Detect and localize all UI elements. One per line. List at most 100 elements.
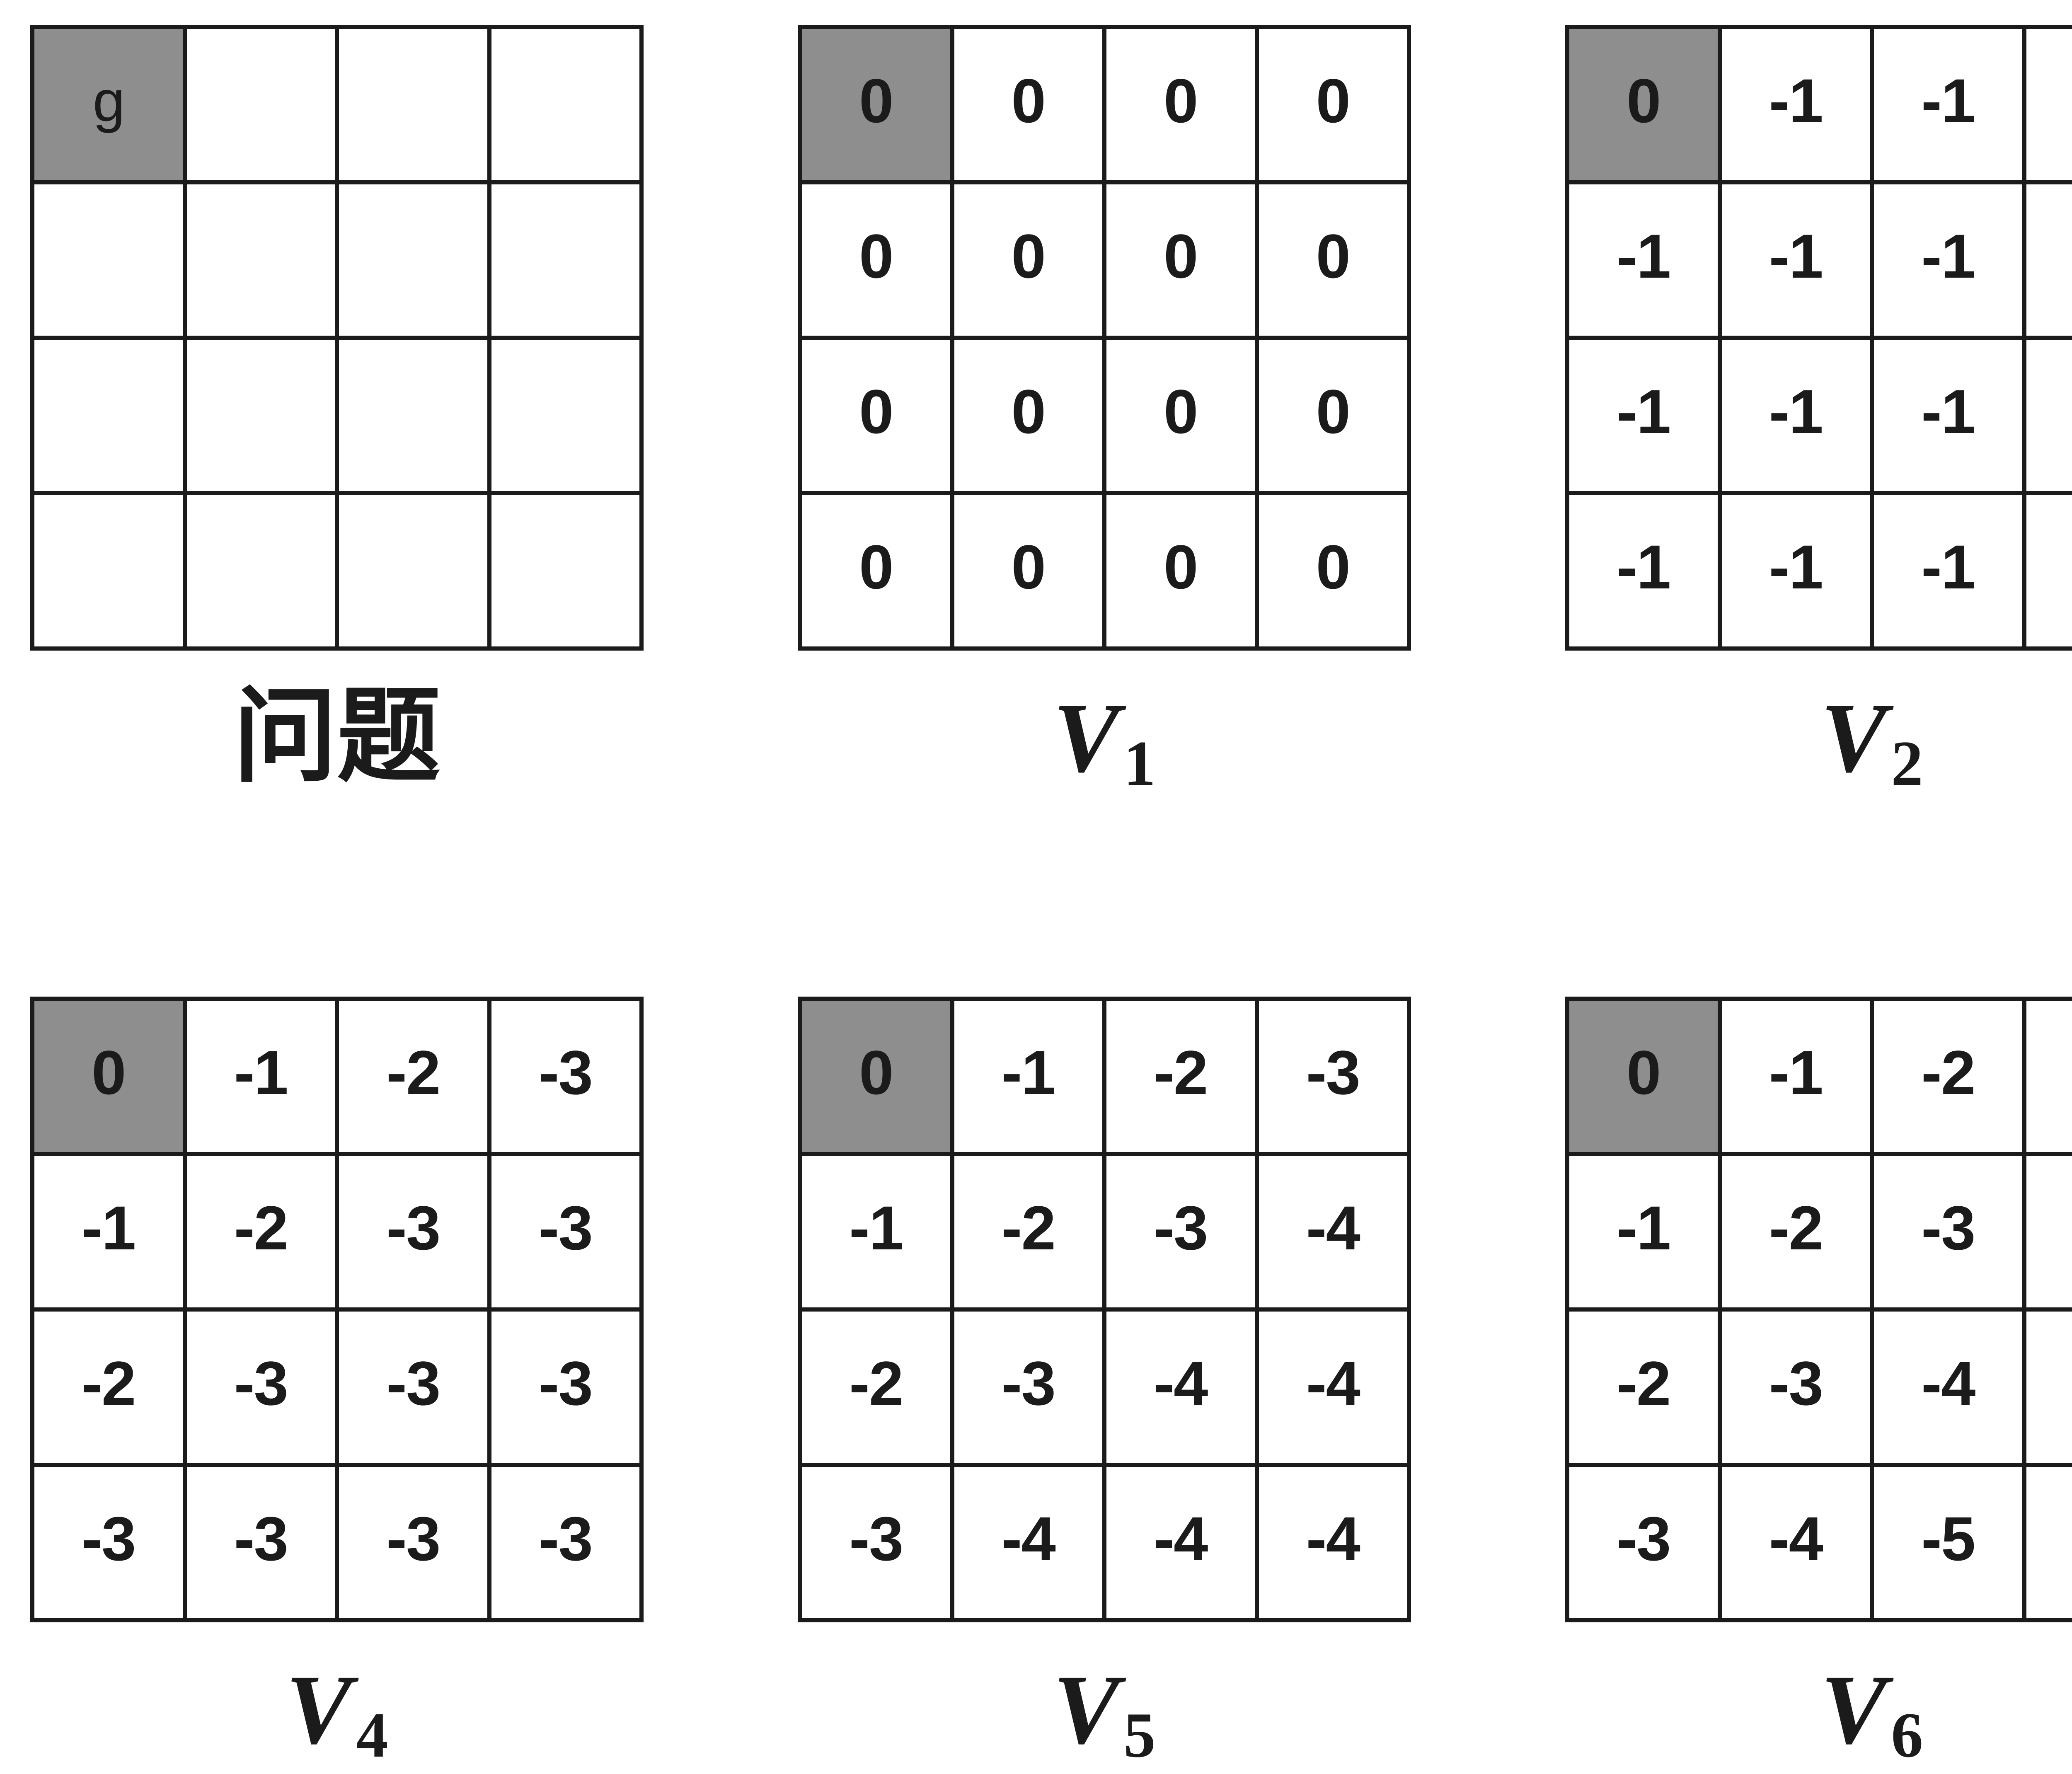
goal-cell: 0 [1569,29,1718,180]
grid-cell: -1 [1874,29,2022,180]
grid-label: 问题 [233,680,441,796]
grid-cell: 0 [802,340,950,491]
grid-cell: -1 [2026,184,2072,336]
grid-cell: -5 [2026,1467,2072,1618]
goal-cell: 0 [1569,1001,1718,1152]
grid-cell: -3 [802,1467,950,1618]
grid-cell: -1 [1721,29,1870,180]
grid-cell: 0 [1259,184,1407,336]
grid-cell [339,29,487,180]
grid-cell [339,340,487,491]
grid-cell: -1 [1721,184,1870,336]
grid-cell: -1 [1721,1001,1870,1152]
grid-cell: -3 [186,1312,335,1463]
value-grid: 0-1-2-3-1-2-3-4-2-3-4-5-3-4-5-5 [1565,997,2072,1622]
grid-label-text: 问题 [233,680,441,795]
grid-cell: -4 [1259,1312,1407,1463]
grid-cell: -1 [1569,1156,1718,1307]
grid-cell: -1 [1721,495,1870,646]
grid-cell [186,340,335,491]
grid-cell [34,184,183,336]
grid-cell: 0 [1106,340,1255,491]
value-grid: 0-1-2-3-1-2-3-3-2-3-3-3-3-3-3-3 [30,997,644,1622]
value-grid: g [30,25,644,651]
grid-label-subscript: 2 [1891,727,1923,799]
grid-panel: g 问题 [30,25,644,796]
grid-cell: -3 [339,1312,487,1463]
grid-cell: -1 [954,1001,1102,1152]
grid-cell: -4 [2026,1156,2072,1307]
grid-cell: -3 [2026,1001,2072,1152]
grid-cell: -3 [1259,1001,1407,1152]
grid-cell: -5 [2026,1312,2072,1463]
goal-cell: g [34,29,183,180]
goal-cell: 0 [802,1001,950,1152]
grid-cell: -1 [34,1156,183,1307]
grid-cell: 0 [1259,29,1407,180]
grid-cell [491,184,639,336]
grid-cell: 0 [1106,184,1255,336]
grid-cell: -1 [1874,184,2022,336]
grid-cell: -5 [1874,1467,2022,1618]
grid-cell: -1 [2026,495,2072,646]
value-grid: 0-1-2-3-1-2-3-4-2-3-4-4-3-4-4-4 [798,997,1411,1622]
grid-cell: -2 [34,1312,183,1463]
grid-cell [491,340,639,491]
grid-cell: -3 [1874,1156,2022,1307]
grid-label-text: V [1053,1654,1120,1764]
grid-cell: -4 [1259,1467,1407,1618]
grid-cell: -2 [1106,1001,1255,1152]
grid-cell: -2 [1569,1312,1718,1463]
grid-label-subscript: 4 [356,1699,388,1771]
grid-label-subscript: 5 [1123,1699,1156,1771]
grid-cell: -3 [491,1156,639,1307]
grid-label-text: V [1053,682,1120,793]
grid-cell: -1 [802,1156,950,1307]
grid-label-text: V [286,1654,352,1764]
grid-cell [186,495,335,646]
grid-cell: 0 [954,340,1102,491]
grid-cell: -3 [954,1312,1102,1463]
grid-cell: -1 [1874,340,2022,491]
grid-cell: -1 [186,1001,335,1152]
grid-cell [339,495,487,646]
grid-cell [491,29,639,180]
grid-label-text: V [1820,1654,1887,1764]
grid-cell: -4 [954,1467,1102,1618]
grid-cell: -2 [1721,1156,1870,1307]
grid-cell: -4 [1874,1312,2022,1463]
grid-panel: 0-1-1-1-1-1-1-1-1-1-1-1-1-1-1-1 V2 [1565,25,2072,796]
grid-cell: -3 [339,1156,487,1307]
grid-cell: 0 [802,495,950,646]
grid-cell: -1 [2026,340,2072,491]
grid-cell: -4 [1106,1467,1255,1618]
grid-cell [491,495,639,646]
grid-cell: -3 [1721,1312,1870,1463]
grid-cell: 0 [1106,495,1255,646]
grid-cell: -4 [1259,1156,1407,1307]
grid-cell: -3 [186,1467,335,1618]
grid-cell: 0 [954,29,1102,180]
grid-cell: -2 [1874,1001,2022,1152]
grid-cell: -1 [1721,340,1870,491]
grid-cell: -1 [1569,184,1718,336]
grid-cell: -2 [339,1001,487,1152]
goal-cell: 0 [802,29,950,180]
grid-cell [186,184,335,336]
grid-cell: -2 [954,1156,1102,1307]
grid-label-text: V [1820,682,1887,793]
grid-cell: -1 [1874,495,2022,646]
grid-cell: -1 [1569,340,1718,491]
grid-cell: -3 [1106,1156,1255,1307]
grid-cell [34,340,183,491]
goal-cell: 0 [34,1001,183,1152]
grid-cell [186,29,335,180]
